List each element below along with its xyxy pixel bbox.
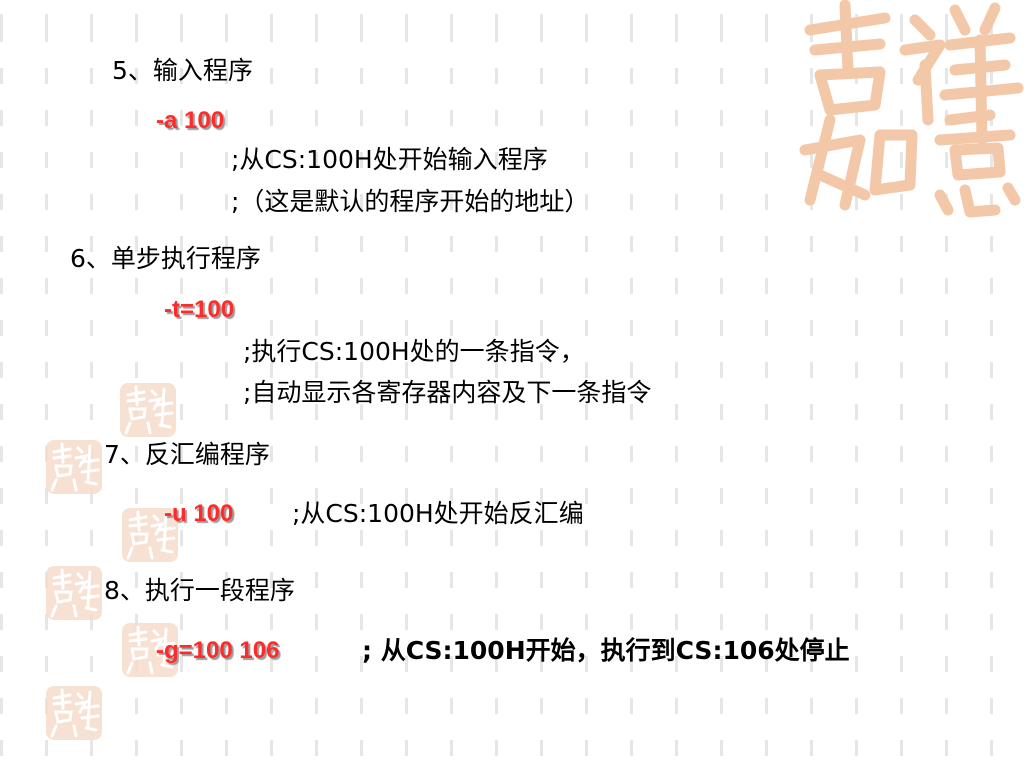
command-text: -a 100	[156, 107, 225, 134]
section-heading: 5、输入程序	[112, 56, 253, 85]
command-note: ; 从CS:100H开始，执行到CS:106处停止	[362, 636, 850, 665]
command-note: ;从CS:100H处开始反汇编	[292, 499, 584, 528]
section-heading: 8、执行一段程序	[104, 576, 295, 605]
section-heading: 7、反汇编程序	[104, 440, 270, 469]
section-heading: 6、单步执行程序	[70, 244, 261, 273]
command-text: -g=100 106	[156, 637, 280, 664]
command-text: -t=100	[164, 296, 235, 323]
small-seal-stamp	[46, 440, 102, 494]
command-note: ;（这是默认的程序开始的地址）	[231, 187, 590, 216]
command-note: ;自动显示各寄存器内容及下一条指令	[243, 378, 652, 407]
command-note: ;从CS:100H处开始输入程序	[231, 145, 548, 174]
command-note: ;执行CS:100H处的一条指令，	[243, 337, 585, 366]
small-seal-stamp	[122, 508, 178, 562]
small-seal-stamp	[46, 686, 102, 740]
small-seal-stamp	[120, 383, 176, 437]
calligraphy-seal-logo	[790, 0, 1024, 220]
small-seal-stamp	[46, 566, 102, 620]
command-text: -u 100	[164, 500, 234, 527]
small-seal-stamp	[122, 623, 178, 677]
